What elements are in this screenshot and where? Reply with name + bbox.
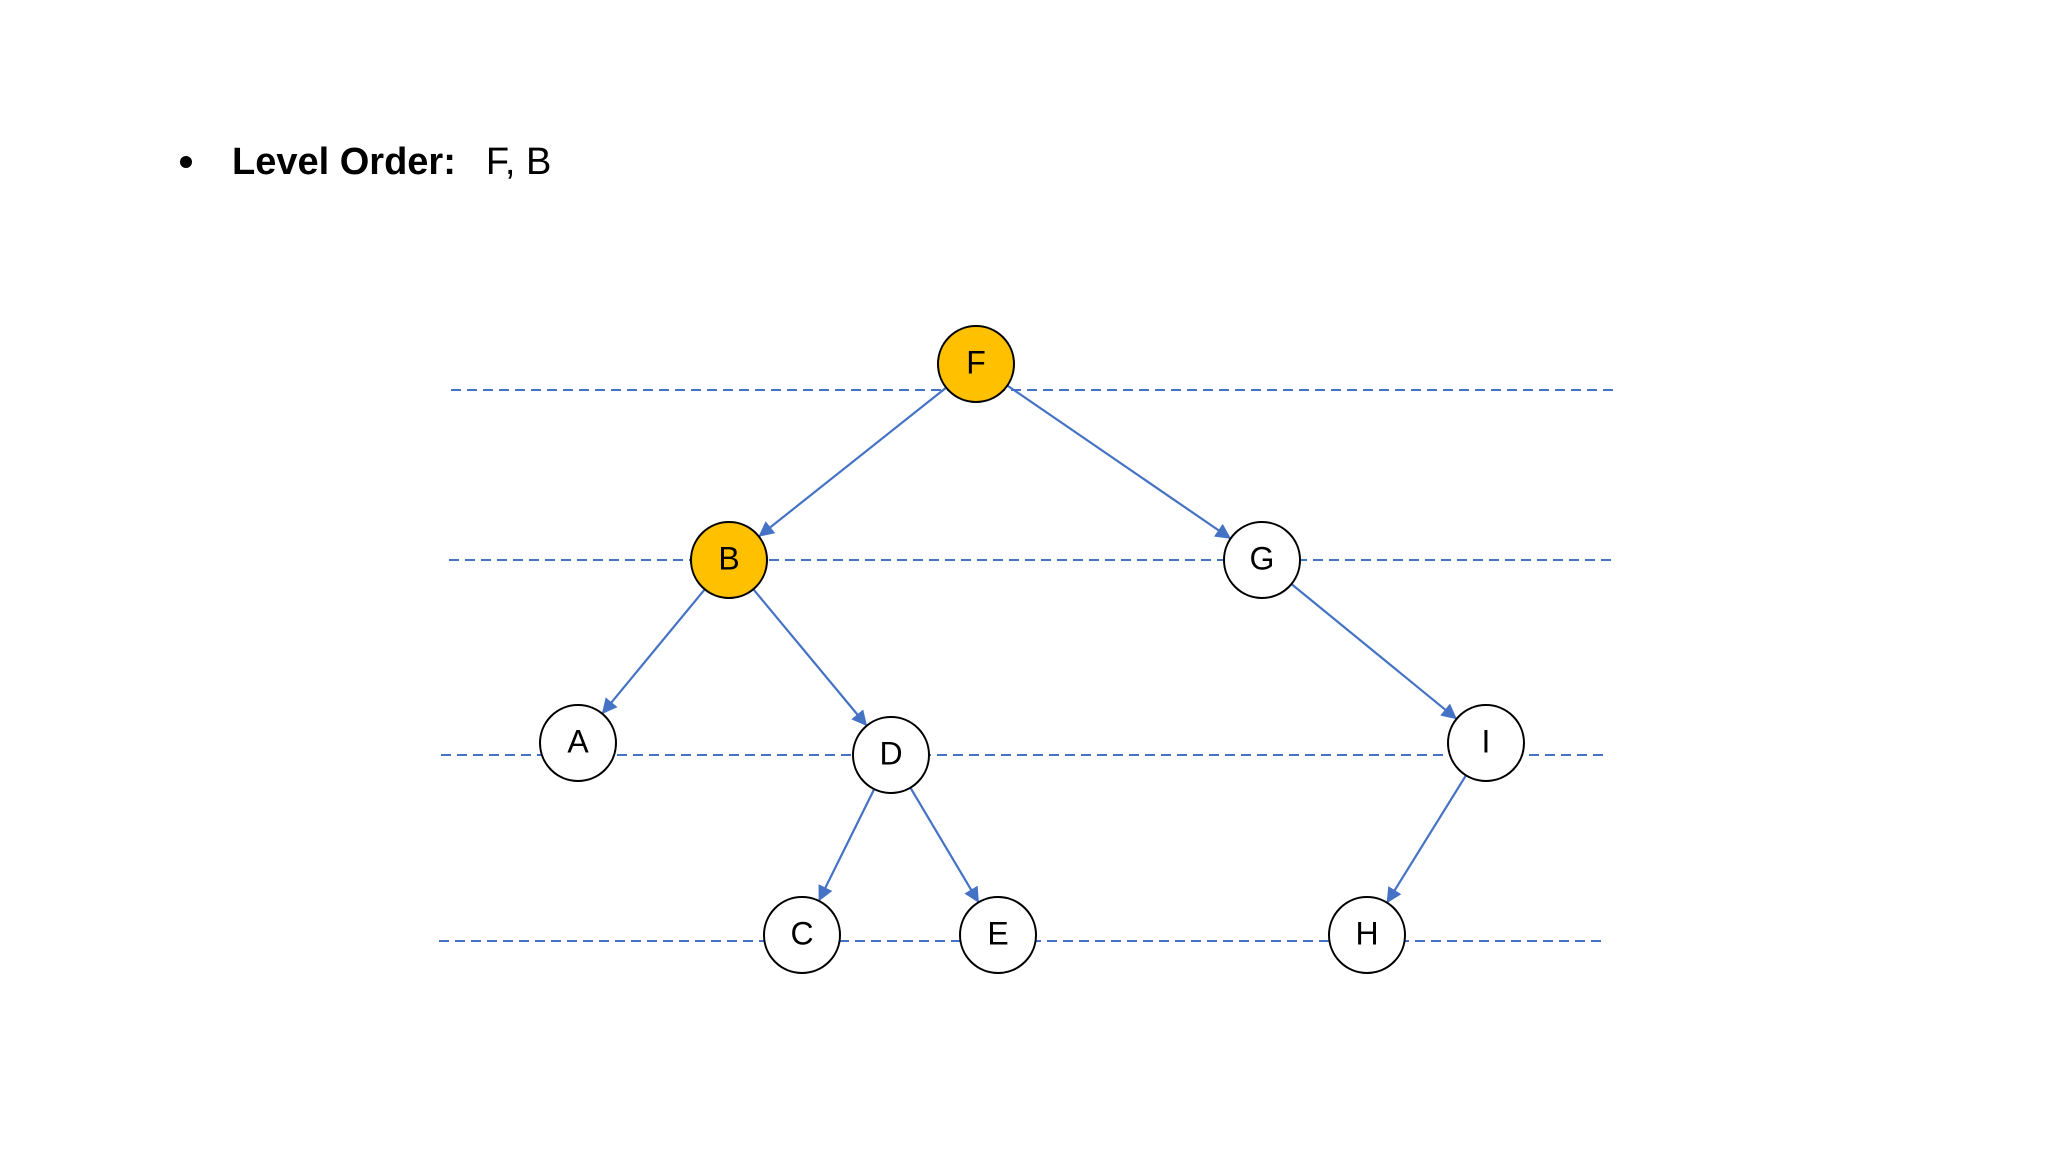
- node-label-g: G: [1250, 540, 1275, 576]
- tree-node-e: E: [959, 896, 1037, 974]
- edge-d-c: [818, 788, 876, 902]
- node-circle-b: [690, 521, 768, 599]
- edge-f-g: [1006, 384, 1232, 539]
- node-circle-e: [959, 896, 1037, 974]
- node-label-h: H: [1355, 915, 1378, 951]
- node-label-e: E: [987, 915, 1008, 951]
- level-order-value: F, B: [485, 140, 552, 183]
- edge-i-h: [1386, 774, 1467, 904]
- tree-node-c: C: [763, 896, 841, 974]
- tree-node-d: D: [852, 716, 930, 794]
- node-circle-c: [763, 896, 841, 974]
- edge-b-a: [601, 588, 706, 715]
- node-label-a: A: [567, 723, 589, 759]
- node-label-f: F: [966, 344, 986, 380]
- edge-d-e: [909, 787, 980, 903]
- level-order-bullet: Level Order: F, B: [180, 132, 551, 192]
- bullet-dot-icon: [180, 156, 192, 168]
- tree-node-i: I: [1447, 704, 1525, 782]
- tree-node-f: F: [937, 325, 1015, 403]
- edge-b-d: [752, 588, 868, 727]
- tree-node-a: A: [539, 704, 617, 782]
- edge-g-i: [1290, 583, 1457, 720]
- tree-node-g: G: [1223, 521, 1301, 599]
- node-label-i: I: [1482, 723, 1491, 759]
- node-label-d: D: [879, 735, 902, 771]
- node-circle-h: [1328, 896, 1406, 974]
- level-order-label: Level Order:: [232, 140, 456, 183]
- tree-node-h: H: [1328, 896, 1406, 974]
- node-circle-f: [937, 325, 1015, 403]
- node-circle-g: [1223, 521, 1301, 599]
- node-label-c: C: [790, 915, 813, 951]
- node-circle-d: [852, 716, 930, 794]
- node-label-b: B: [718, 540, 739, 576]
- tree-node-b: B: [690, 521, 768, 599]
- node-circle-a: [539, 704, 617, 782]
- node-circle-i: [1447, 704, 1525, 782]
- edge-f-b: [758, 386, 947, 537]
